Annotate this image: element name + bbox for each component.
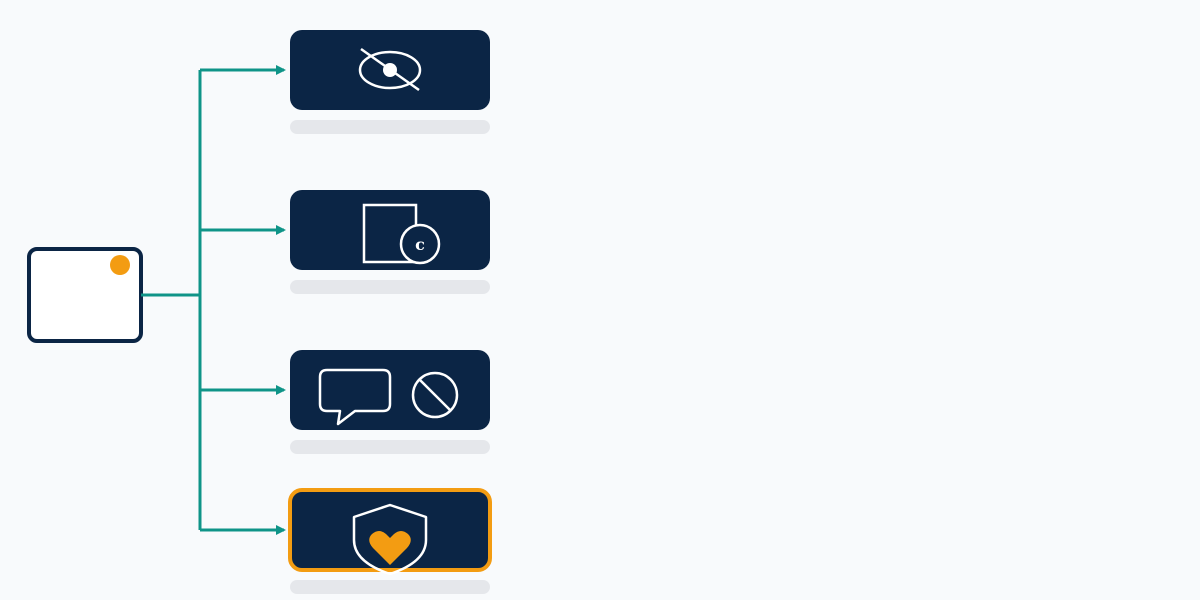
card-safety-caption [290, 580, 490, 594]
card-hidden[interactable] [290, 30, 490, 134]
card-no-comments-caption [290, 440, 490, 454]
card-copyright[interactable]: c [290, 190, 490, 294]
card-hidden-caption [290, 120, 490, 134]
card-no-comments[interactable] [290, 350, 490, 454]
heart-icon [369, 531, 411, 565]
notification-dot-icon [110, 255, 130, 275]
card-safety[interactable] [288, 488, 492, 594]
speech-bubble-icon [318, 368, 392, 426]
source-node [27, 247, 143, 343]
document-copyright-icon: c [362, 203, 441, 265]
shield-icon [352, 503, 428, 576]
card-safety-box [288, 488, 492, 572]
blocked-icon [411, 371, 459, 419]
card-copyright-caption [290, 280, 490, 294]
connectors [141, 65, 286, 535]
card-copyright-box [290, 190, 490, 270]
eye-slash-icon [358, 47, 422, 92]
copyright-letter: c [415, 235, 425, 254]
